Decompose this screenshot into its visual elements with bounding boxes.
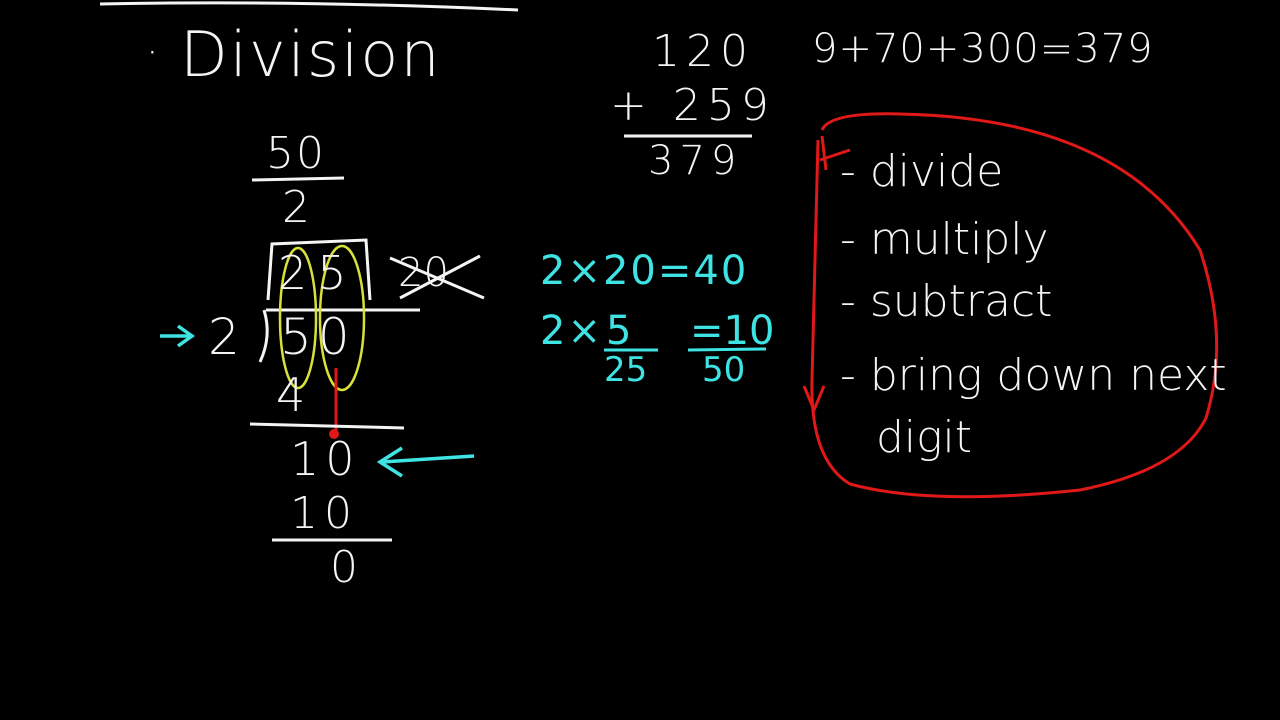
division-bracket <box>258 309 269 363</box>
algorithm-step-divide: - divide <box>840 146 1004 197</box>
check-line-2-mid: 5 <box>606 308 632 354</box>
cyan-arrow-right <box>160 324 196 348</box>
quotient: 25 <box>278 246 357 300</box>
algorithm-step-digit: digit <box>876 412 973 463</box>
division-remainder: 0 <box>330 542 358 593</box>
check-total-quotient: 25 <box>604 350 648 390</box>
algorithm-step-bring-down: - bring down next <box>840 350 1227 401</box>
division-step: 4 <box>276 368 306 422</box>
bullet-dot: · <box>146 30 159 76</box>
fraction-denominator: 2 <box>282 182 310 233</box>
top-rule <box>99 1 519 12</box>
division-step: 10 <box>290 488 358 539</box>
check-total-product: 50 <box>702 350 746 390</box>
addend-b: + 259 <box>610 80 775 131</box>
algorithm-step-subtract: - subtract <box>840 276 1053 327</box>
red-arrowhead-left <box>802 385 826 414</box>
algorithm-step-multiply: - multiply <box>840 214 1049 265</box>
addend-a: 120 <box>652 26 754 77</box>
check-line-2-left: 2× <box>540 308 603 354</box>
divisor: 2 <box>208 308 240 366</box>
check-line-1: 2×20=40 <box>540 248 749 294</box>
page-title: Division <box>180 18 442 91</box>
addition-sum: 379 <box>648 138 743 184</box>
cyan-arrow-left <box>376 446 475 478</box>
division-step: 10 <box>290 432 361 486</box>
check-line-2-right: =10 <box>690 308 775 354</box>
fraction-numerator: 50 <box>266 128 326 179</box>
subtraction-line-1 <box>249 422 405 430</box>
crossed-out-quotient: 20 <box>398 250 449 296</box>
dividend: 50 <box>280 308 356 366</box>
expanded-sum: 9+70+300=379 <box>812 26 1154 72</box>
